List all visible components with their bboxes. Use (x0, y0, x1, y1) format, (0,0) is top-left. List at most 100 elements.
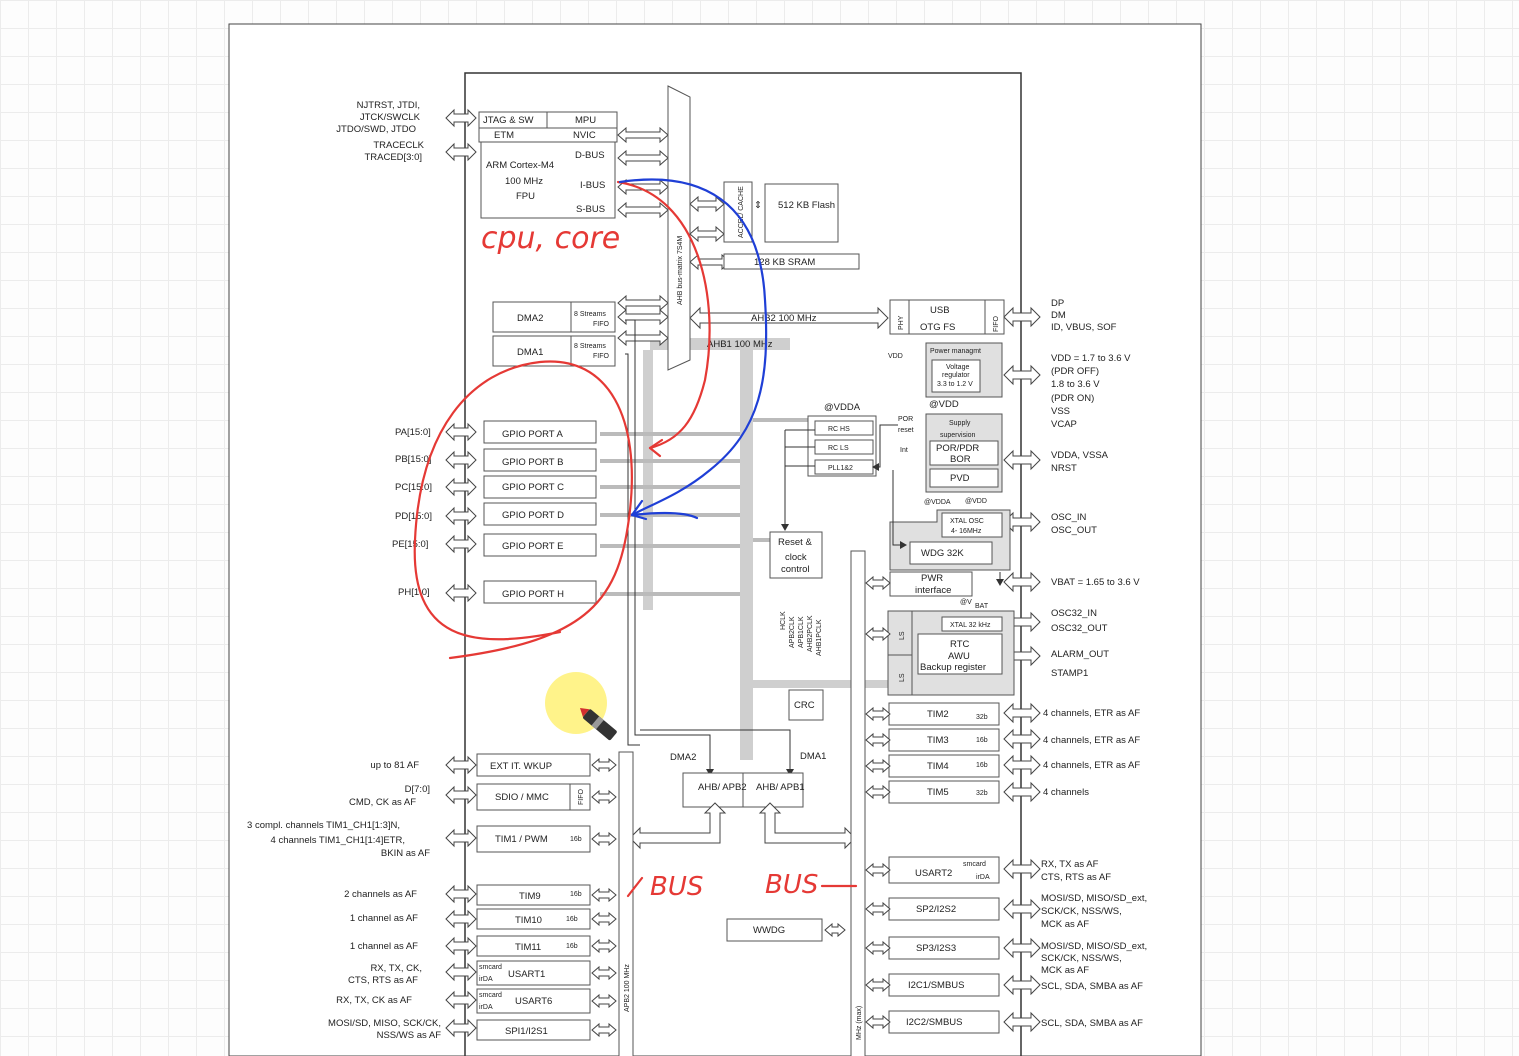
svg-text:I2C1/SMBUS: I2C1/SMBUS (908, 980, 965, 991)
svg-text:PA[15:0]: PA[15:0] (395, 427, 431, 438)
svg-text:FIFO: FIFO (593, 321, 609, 328)
svg-text:APB2 100 MHz: APB2 100 MHz (624, 964, 631, 1012)
pin-tim11: 1 channel as AF (350, 941, 418, 952)
svg-text:PH[1:0]: PH[1:0] (398, 587, 430, 598)
svg-text:16b: 16b (976, 737, 988, 744)
svg-text:TIM10: TIM10 (515, 915, 542, 926)
svg-text:MOSI/SD, MISO/SD_ext,: MOSI/SD, MISO/SD_ext, (1041, 893, 1147, 904)
svg-text:16b: 16b (570, 891, 582, 898)
svg-text:smcard: smcard (479, 992, 502, 999)
svg-text:LS: LS (899, 631, 906, 640)
svg-text:EXT IT. WKUP: EXT IT. WKUP (490, 761, 552, 772)
pen-icon (580, 708, 617, 741)
pin-trace-1: TRACECLK (373, 140, 424, 151)
jtag-sw-label: JTAG & SW (483, 115, 534, 126)
svg-text:1.8 to 3.6 V: 1.8 to 3.6 V (1051, 379, 1100, 390)
flash-label: 512 KB Flash (778, 200, 835, 211)
svg-text:TIM5: TIM5 (927, 787, 949, 798)
svg-text:MOSI/SD, MISO/SD_ext,: MOSI/SD, MISO/SD_ext, (1041, 941, 1147, 952)
svg-text:SP3/I2S3: SP3/I2S3 (916, 943, 956, 954)
svg-text:VBAT = 1.65 to 3.6 V: VBAT = 1.65 to 3.6 V (1051, 577, 1140, 588)
ibus-label: I-BUS (580, 180, 605, 191)
gpio-circle-annotation (413, 360, 633, 660)
svg-text:32b: 32b (976, 790, 988, 797)
ahb-apb-bridges: AHB/ APB2 AHB/ APB1 (629, 772, 856, 850)
supervision-block: Supply supervision POR/PDR BOR PVD POR r… (898, 413, 1003, 493)
svg-text:SCK/CK, NSS/WS,: SCK/CK, NSS/WS, (1041, 953, 1122, 964)
svg-text:OTG FS: OTG FS (920, 322, 955, 333)
left-pin-labels: NJTRST, JTDI, JTCK/SWCLK JTDO/SWD, JTDO … (247, 100, 441, 1041)
svg-text:DM: DM (1051, 310, 1066, 321)
svg-text:PHY: PHY (898, 315, 905, 330)
gpio-block: GPIO PORT A GPIO PORT B GPIO PORT C GPIO… (392, 420, 597, 604)
svg-text:smcard: smcard (963, 861, 986, 868)
svg-text:16b: 16b (566, 916, 578, 923)
pin-tim10: 1 channel as AF (350, 913, 418, 924)
left-periph-bus-arrows (591, 757, 617, 1038)
svg-text:APB1CLK: APB1CLK (798, 616, 805, 648)
svg-text:16b: 16b (570, 836, 582, 843)
gpio-h: GPIO PORT H (502, 589, 564, 600)
sram-label: 128 KB SRAM (754, 257, 815, 268)
svg-text:4 channels, ETR as AF: 4 channels, ETR as AF (1043, 708, 1140, 719)
svg-text:@VDDA: @VDDA (924, 499, 951, 506)
wwdg-box (726, 918, 823, 942)
gpio-a: GPIO PORT A (502, 429, 564, 440)
svg-text:VDDA, VSSA: VDDA, VSSA (1051, 450, 1109, 461)
core-bus-arrows (617, 126, 889, 347)
svg-text:PVD: PVD (950, 473, 970, 484)
svg-text:OSC32_IN: OSC32_IN (1051, 608, 1097, 619)
svg-text:TIM1 / PWM: TIM1 / PWM (495, 834, 548, 845)
ahb-bus-matrix (667, 85, 691, 371)
svg-text:Power managmt: Power managmt (930, 348, 981, 355)
svg-text:SCL, SDA, SMBA as AF: SCL, SDA, SMBA as AF (1041, 981, 1143, 992)
svg-text:ID, VBUS, SOF: ID, VBUS, SOF (1051, 322, 1117, 333)
svg-text:PB[15:0]: PB[15:0] (395, 454, 431, 465)
right-serial: USART2 smcard irDA SP2/I2S2 SP3/I2S3 I2C… (888, 856, 1147, 1034)
pin-sdio-2: CMD, CK as AF (349, 797, 416, 808)
crc-label: CRC (794, 700, 815, 711)
ahb2-label: AHB2 100 MHz (751, 313, 817, 324)
pin-trace-2: TRACED[3:0] (364, 152, 422, 163)
svg-text:@VDDA: @VDDA (824, 402, 861, 413)
svg-text:8 Streams: 8 Streams (574, 311, 606, 318)
dbus-label: D-BUS (575, 150, 605, 161)
svg-text:STAMP1: STAMP1 (1051, 668, 1088, 679)
svg-text:XTAL OSC: XTAL OSC (950, 518, 984, 525)
svg-text:AHB2PCLK: AHB2PCLK (807, 615, 814, 652)
svg-text:Supply: Supply (949, 420, 971, 427)
blue-annotations (618, 178, 768, 521)
svg-text:@VDD: @VDD (965, 498, 987, 505)
rc-osc-block: @VDDA RC HS RC LS PLL1&2 (781, 402, 898, 531)
pin-jtag-2: JTCK/SWCLK (360, 112, 421, 123)
svg-text:TIM2: TIM2 (927, 709, 949, 720)
svg-text:regulator: regulator (942, 372, 970, 379)
left-pin-arrows (445, 108, 477, 1038)
right-pin-labels-upper: DP DM ID, VBUS, SOF VDD = 1.7 to 3.6 V (… (1051, 298, 1140, 679)
svg-text:TIM9: TIM9 (519, 891, 541, 902)
pin-spi1-1: MOSI/SD, MISO, SCK/CK, (328, 1018, 441, 1029)
etm-label: ETM (494, 130, 514, 141)
svg-text:RX, TX as AF: RX, TX as AF (1041, 859, 1099, 870)
svg-text:supervision: supervision (940, 432, 976, 439)
pen-pointer[interactable] (545, 672, 618, 741)
cpu-fpu: FPU (516, 191, 535, 202)
svg-text:4 channels, ETR as AF: 4 channels, ETR as AF (1043, 760, 1140, 771)
ibus-to-gpio-d-arrow (618, 178, 768, 517)
pin-exti: up to 81 AF (370, 760, 419, 771)
svg-text:USART6: USART6 (515, 996, 552, 1007)
svg-text:RC LS: RC LS (828, 445, 849, 452)
ibus-to-gpio-arrow (616, 180, 711, 450)
svg-text:AWU: AWU (948, 651, 970, 662)
pwr-rtc-block: PWR interface @V BAT LS LS XTAL 32 kHz R… (887, 571, 1015, 696)
svg-text:USART2: USART2 (915, 868, 952, 879)
pin-spi1-2: NSS/WS as AF (377, 1030, 442, 1041)
reset-clock-block: Reset & clock control HCLK APB2CLK APB1C… (769, 531, 823, 656)
svg-text:16b: 16b (976, 762, 988, 769)
svg-text:SDIO / MMC: SDIO / MMC (495, 792, 549, 803)
chip-outline (464, 72, 1022, 1056)
svg-text:DP: DP (1051, 298, 1064, 309)
osc-wdg-block: @VDDA @VDD XTAL OSC 4- 16MHz WDG 32K (889, 470, 1011, 571)
svg-text:VDD: VDD (888, 353, 903, 360)
pin-usart6: RX, TX, CK as AF (336, 995, 412, 1006)
